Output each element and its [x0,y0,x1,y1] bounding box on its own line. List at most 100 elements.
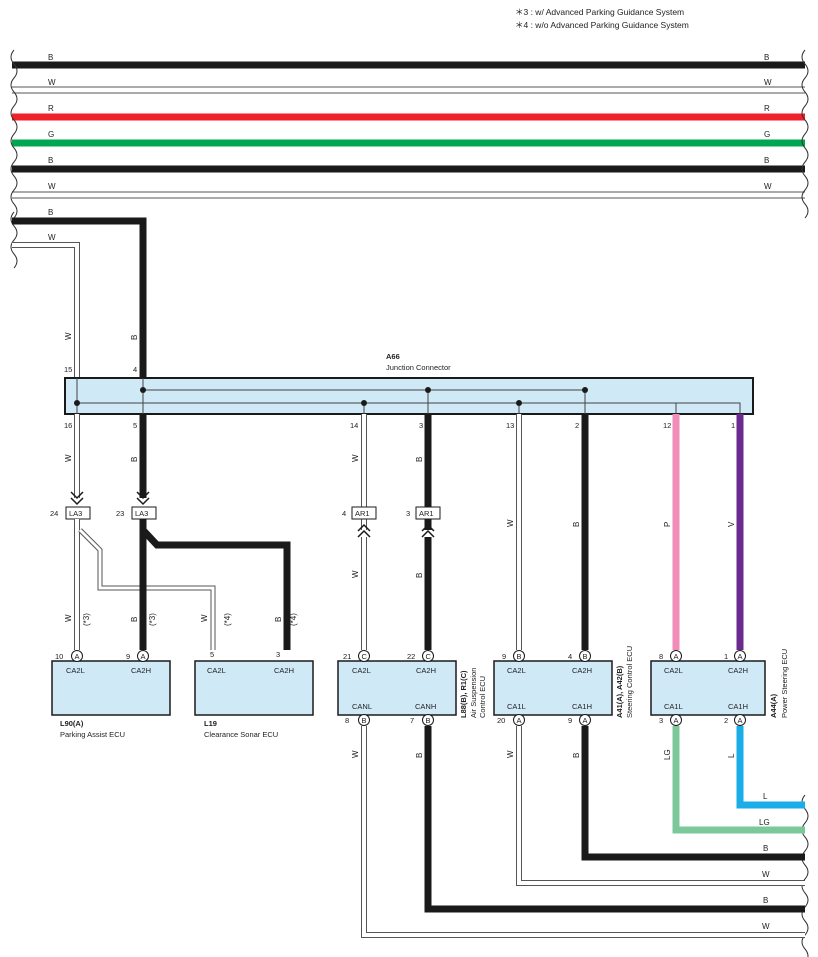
feed-label-w: W [48,233,56,242]
sc-label-ca1l: CA1L [507,702,526,711]
ps-name: Power Steering ECU [780,649,789,718]
feed-wire-w [12,243,79,380]
connector-ar1-4-label: AR1 [355,509,370,518]
feed-label-b: B [48,208,53,217]
feed-wire-b [12,217,147,380]
junction-pin-12: 12 [663,421,671,430]
exit-label-1: L [763,792,768,801]
connector-la3-24-label: LA3 [69,509,82,518]
as-name-1: Air Suspension [469,668,478,718]
feed-wires: B W W B [12,208,147,380]
wire-label-ar1-w: W [351,570,360,578]
exit-label-6: W [762,922,770,931]
connector-la3-24-pin: 24 [50,509,58,518]
bus-label-left-1: B [48,53,53,62]
ecu-air-suspension: 21 C 22 C CA2L CA2H CANL CANH 8 B 7 B L8… [337,650,487,726]
condition-3: (*4) [223,613,232,626]
wire-label-p15: W [64,332,73,340]
wire-lightgreen-lg [672,726,805,834]
as-pin-22: 22 [407,652,415,661]
wire-label-p4: B [130,335,139,340]
left-break-mark-top [10,49,18,219]
lower-wires: W B W B W B P V [64,414,744,650]
connector-ar1-3 [415,506,441,520]
wire-label-ps-ca1l: LG [663,749,672,760]
ps-pin-3: 3 [659,716,663,725]
pa-pin-10: 10 [55,652,63,661]
ecu-power-steering: 8 A 1 A CA2L CA2H CA1L CA1H 3 A 2 A A44(… [650,649,789,726]
note-1: ＊3 : w/ Advanced Parking Guidance System [515,7,684,17]
junction-pin-3: 3 [419,421,423,430]
bus-label-left-2: W [48,78,56,87]
wire-label-la3-b1: B [130,617,139,622]
sc-pin-9-conn: B [517,652,522,661]
wire-label-ar1-b: B [415,573,424,578]
break-marks [10,49,809,957]
junction-node-2 [74,400,80,406]
connector-la3-23-pin: 23 [116,509,124,518]
as-label-ca2h: CA2H [416,666,436,675]
wire-blue-l [736,726,805,809]
bus-label-left-4: G [48,130,54,139]
junction-pin-5: 5 [133,421,137,430]
as-pin-22-conn: C [426,652,432,661]
cs-pin-3: 3 [276,650,280,659]
cs-label-ca2h: CA2H [274,666,294,675]
junction-pin-1: 1 [731,421,735,430]
sc-pin-20: 20 [497,716,505,725]
exit-label-2: LG [759,818,770,827]
wire-label-ps-ca1h: L [727,753,736,758]
inline-connectors: LA3 24 LA3 23 AR1 4 AR1 3 [50,491,441,538]
ps-pin-2-conn: A [738,716,743,725]
junction-pin-13: 13 [506,421,514,430]
sc-label-ca2l: CA2L [507,666,526,675]
wire-label-p2: B [572,522,581,527]
condition-4: (*4) [289,613,298,626]
as-name-2: Control ECU [478,676,487,718]
bus-label-right-2: W [764,78,772,87]
wire-label-p12: P [663,522,672,527]
wire-label-la3-b2: B [274,617,283,622]
ps-pin-2: 2 [724,716,728,725]
wire-label-p3: B [415,457,424,462]
pa-pin-9-conn: A [141,652,146,661]
sc-pin-4-conn: B [583,652,588,661]
sc-name: Steering Control ECU [625,646,634,718]
as-pin-21: 21 [343,652,351,661]
junction-pin-4: 4 [133,365,137,374]
junction-name: Junction Connector [386,363,451,372]
junction-node-6 [516,400,522,406]
wire-label-la3-w1: W [64,614,73,622]
ecu-steering-control: 9 B 4 B CA2L CA2H CA1L CA1H 20 A 9 A A41… [493,646,634,726]
junction-body [64,377,754,415]
junction-pin-15: 15 [64,365,72,374]
condition-2: (*3) [148,613,157,626]
bus-wires: B B W W R R G G B B W W [12,53,805,199]
junction-pin-16: 16 [64,421,72,430]
wire-label-p5: B [130,457,139,462]
sc-pin-4: 4 [568,652,572,661]
junction-node-5 [361,400,367,406]
ecu-parking-assist: 10 A 9 A CA2L CA2H L90(A) Parking Assist… [51,650,171,739]
cs-code: L19 [204,719,217,728]
as-pin-8: 8 [345,716,349,725]
cs-label-ca2l: CA2L [207,666,226,675]
sc-pin-20-conn: A [517,716,522,725]
notes: ＊3 : w/ Advanced Parking Guidance System… [515,7,689,30]
wire-air-w [362,726,805,937]
wire-steer-b [581,726,805,861]
wire-label-air-canh: B [415,753,424,758]
ps-pin-1: 1 [724,652,728,661]
exit-label-5: B [763,896,768,905]
as-pin-21-conn: C [362,652,368,661]
pa-name: Parking Assist ECU [60,730,125,739]
junction-code: A66 [386,352,400,361]
wire-label-p13: W [506,519,515,527]
wire-label-la3-w2: W [200,614,209,622]
junction-pin-2: 2 [575,421,579,430]
bottom-exit-wires: W B W B LG L L LG B W B W [351,726,805,938]
condition-1: (*3) [82,613,91,626]
ps-label-ca1l: CA1L [664,702,683,711]
pa-label-ca2l: CA2L [66,666,85,675]
